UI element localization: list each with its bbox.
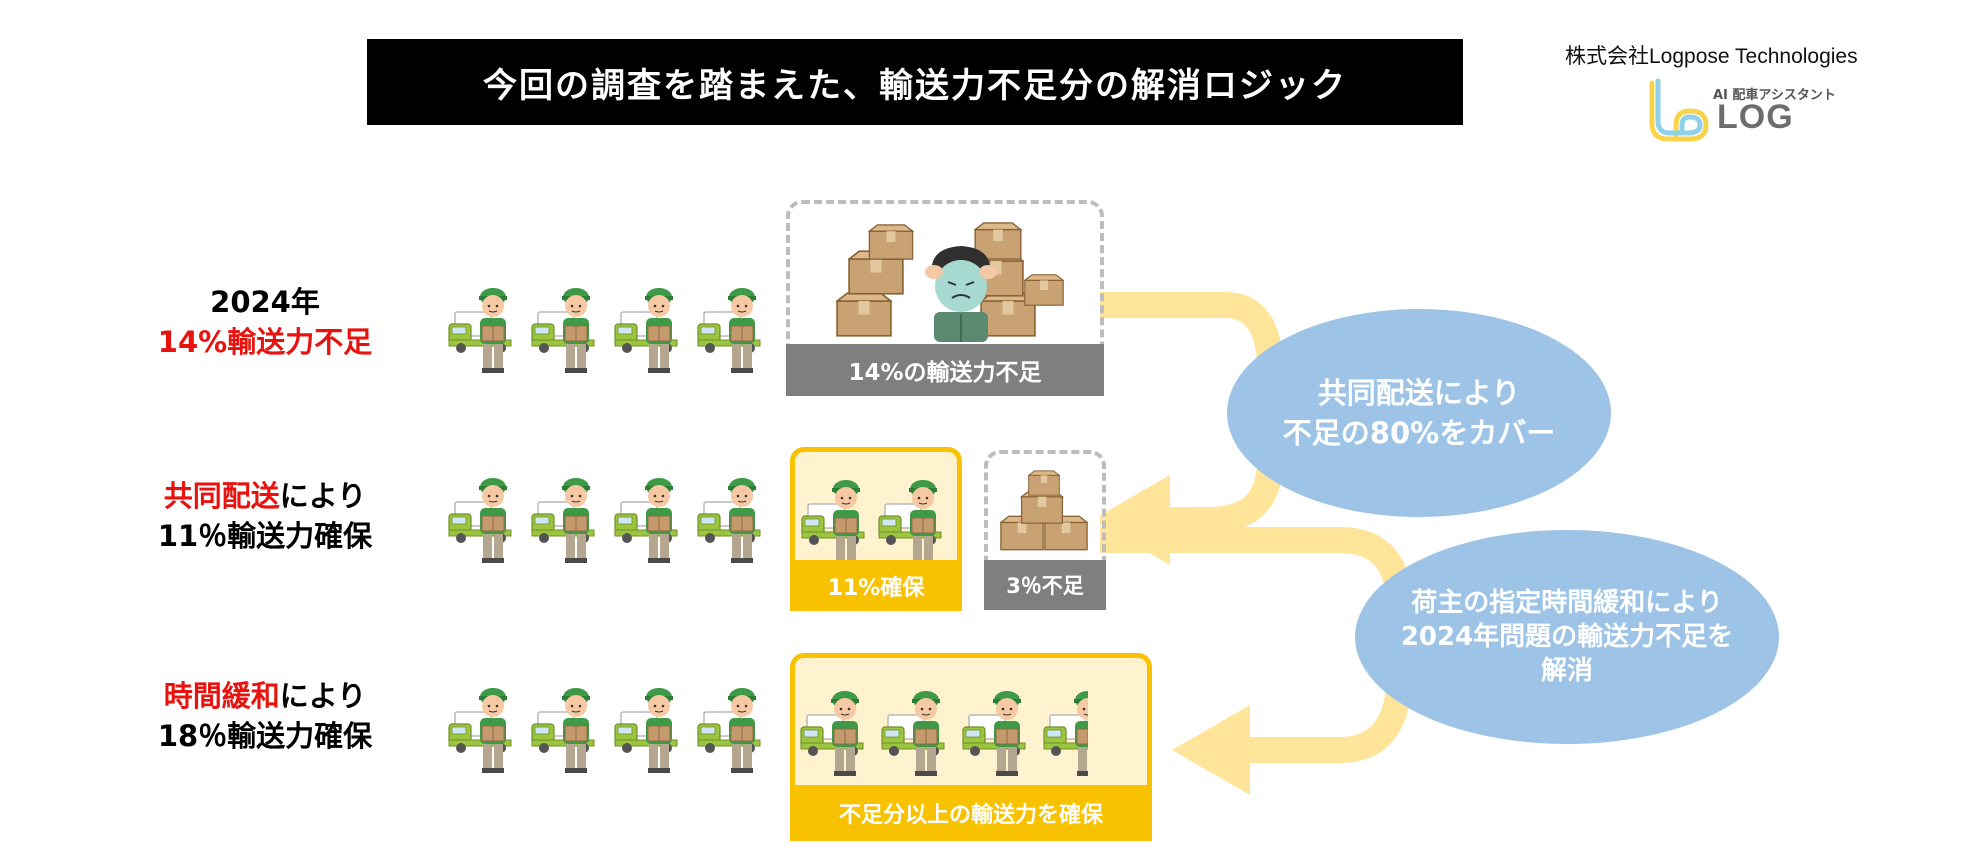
worried-worker-icon — [925, 246, 997, 342]
row-label-rest: により — [279, 479, 367, 513]
secured-label: 11%確保 — [790, 560, 962, 611]
row-label-highlight: 共同配送 — [163, 479, 280, 513]
company-name: 株式会社Logpose Technologies — [1565, 45, 1858, 68]
delivery-worker-icon — [877, 472, 953, 568]
delivery-worker-icon — [961, 683, 1037, 779]
logo-name: LOG — [1717, 98, 1794, 136]
delivery-worker-icon — [613, 280, 689, 376]
delivery-worker-icon — [696, 680, 772, 776]
delivery-worker-icon — [530, 470, 606, 566]
bubble-line: 荷主の指定時間緩和により — [1411, 588, 1723, 618]
delivery-worker-icon — [613, 680, 689, 776]
delivery-worker-icon — [447, 680, 523, 776]
cardboard-boxes-icon — [1000, 470, 1088, 551]
delivery-worker-icon — [530, 280, 606, 376]
bubble-line: 解消 — [1540, 656, 1593, 686]
joint-delivery-bubble: 共同配送により 不足の80%をカバー — [1227, 309, 1611, 517]
bubble-line: 共同配送により — [1317, 376, 1521, 410]
delivery-worker-icon — [1042, 683, 1088, 779]
delivery-worker-icon — [613, 470, 689, 566]
shortage-label: 14%の輸送力不足 — [786, 344, 1104, 396]
arrow-head-icon — [1172, 705, 1250, 795]
delivery-worker-icon — [799, 683, 875, 779]
bubble-line: 2024年問題の輸送力不足を — [1400, 622, 1734, 652]
row-label-line2: 11％輸送力確保 — [157, 519, 373, 553]
row-label-time: 時間緩和により 18％輸送力確保 — [140, 676, 390, 756]
delivery-worker-icon — [696, 280, 772, 376]
delivery-worker-icon — [447, 470, 523, 566]
exceed-label: 不足分以上の輸送力を確保 — [790, 785, 1152, 841]
logo-icon — [1649, 78, 1709, 142]
delivery-worker-icon — [530, 680, 606, 776]
worker-group — [795, 658, 1088, 788]
delivery-worker-icon — [696, 470, 772, 566]
row-label-line2: 18％輸送力確保 — [157, 719, 373, 753]
delivery-worker-icon — [447, 280, 523, 376]
logo-subtitle: AI 配車アシスタント — [1713, 88, 1836, 103]
row-label-highlight: 時間緩和 — [163, 679, 280, 713]
row-label-joint: 共同配送により 11％輸送力確保 — [140, 476, 390, 556]
row-label-line1: 2024年 — [210, 285, 320, 319]
delivery-worker-icon — [800, 472, 876, 568]
delivery-worker-icon — [880, 683, 956, 779]
row-label-2024: 2024年 14%輸送力不足 — [150, 282, 380, 362]
remaining-label: 3％不足 — [984, 560, 1106, 610]
page-title: 今回の調査を踏まえた、輸送力不足分の解消ロジック — [367, 39, 1463, 125]
row-label-line2: 14%輸送力不足 — [157, 325, 373, 359]
row-label-rest: により — [279, 679, 367, 713]
bubble-line: 不足の80%をカバー — [1282, 416, 1556, 450]
time-relax-bubble: 荷主の指定時間緩和により 2024年問題の輸送力不足を 解消 — [1355, 530, 1779, 744]
